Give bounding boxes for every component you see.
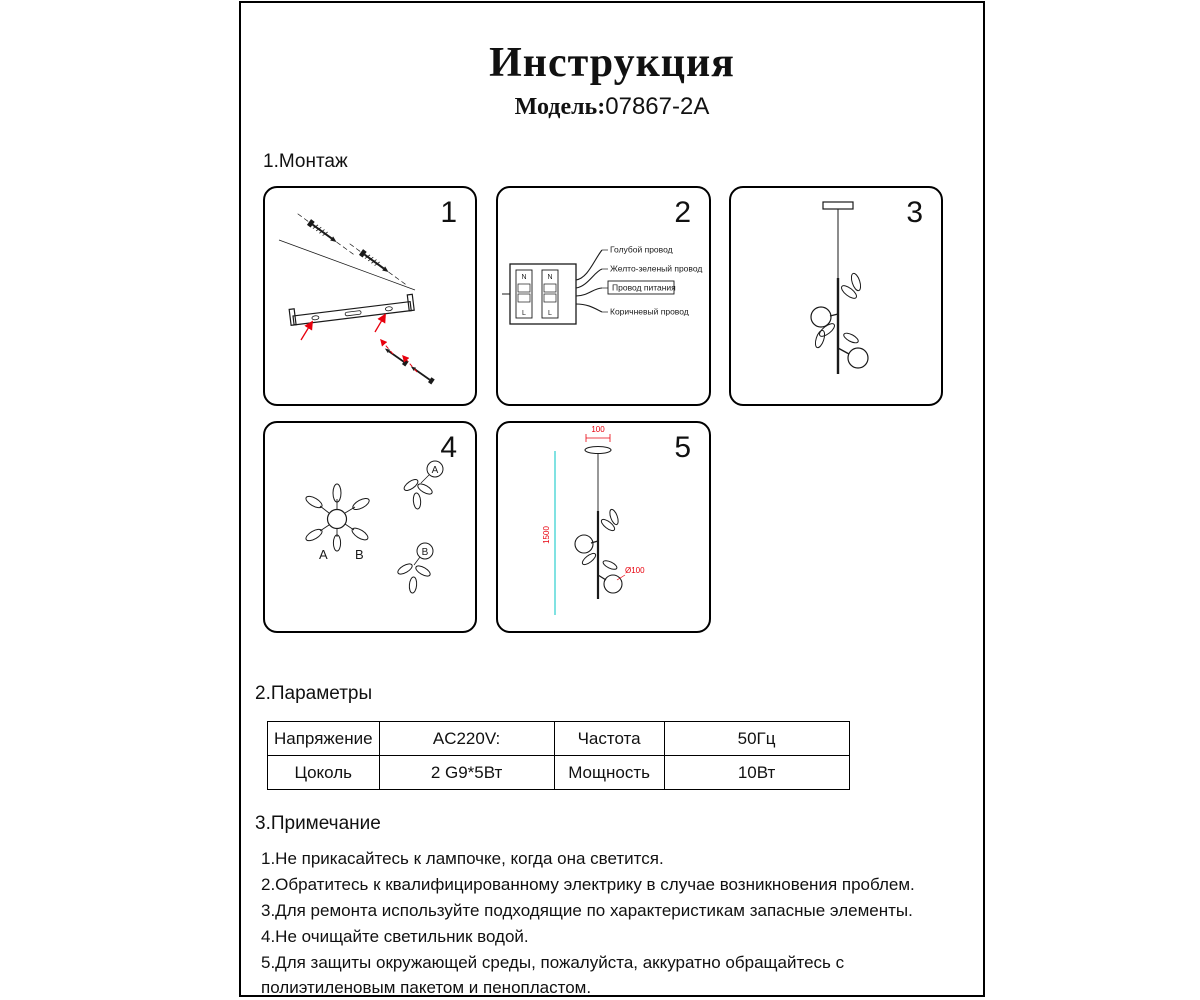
model-label: Модель: xyxy=(514,94,606,120)
decor-parts-diagram: A B A B xyxy=(305,460,444,594)
part-a-callout: A xyxy=(432,465,439,476)
param-value-cell: AC220V: xyxy=(378,721,555,756)
note-item: 2.Обратитесь к квалифицированному электр… xyxy=(261,875,915,894)
panel-number: 4 xyxy=(440,431,457,464)
panel-2-wiring: N L N L Голубой провод Желто-зеленый про… xyxy=(496,186,711,406)
mounting-bracket-diagram xyxy=(278,213,435,385)
notes-list: 1.Не прикасайтесь к лампочке, когда она … xyxy=(261,846,953,1000)
panel-5-dimensions: 100 1500 Ø100 5 xyxy=(496,421,711,633)
screw-icon xyxy=(384,348,409,367)
screw-icon xyxy=(349,243,409,287)
param-name-cell: Частота xyxy=(553,721,665,756)
wire-label-brown: Коричневый провод xyxy=(610,307,689,317)
table-row: Напряжение AC220V: Частота 50Гц xyxy=(267,721,850,756)
terminal-n-label: N xyxy=(521,274,526,281)
panel-number: 3 xyxy=(906,196,923,229)
screw-icon xyxy=(410,366,435,385)
part-b-label: B xyxy=(355,547,364,562)
panel-number: 5 xyxy=(674,431,691,464)
note-item: 5.Для защиты окружающей среды, пожалуйст… xyxy=(261,953,845,997)
wire-label-blue: Голубой провод xyxy=(610,245,673,255)
panel-number: 1 xyxy=(440,196,457,229)
dimension-canopy-width: 100 xyxy=(591,425,605,434)
pendant-lamp-diagram xyxy=(810,201,869,374)
terminal-l-label: L xyxy=(522,310,526,317)
lamp-globe-icon xyxy=(603,574,623,594)
wire-label-power: Провод питания xyxy=(612,283,676,293)
note-item: 4.Не очищайте светильник водой. xyxy=(261,927,529,946)
param-value-cell: 2 G9*5Вт xyxy=(378,755,555,790)
dimension-drop-height: 1500 xyxy=(542,526,551,544)
param-value-cell: 10Вт xyxy=(663,755,850,790)
table-row: Цоколь 2 G9*5Вт Мощность 10Вт xyxy=(267,755,850,790)
note-item: 3.Для ремонта используйте подходящие по … xyxy=(261,901,913,920)
note-item: 1.Не прикасайтесь к лампочке, когда она … xyxy=(261,849,664,868)
param-name-cell: Мощность xyxy=(553,755,665,790)
dimensions-diagram: 100 1500 Ø100 xyxy=(542,425,645,615)
wiring-diagram: N L N L Голубой провод Желто-зеленый про… xyxy=(502,245,702,325)
mounting-bar-icon xyxy=(288,293,415,326)
section-montage-heading: 1.Монтаж xyxy=(263,151,348,172)
lamp-globe-icon xyxy=(574,534,594,554)
part-a-label: A xyxy=(319,547,328,562)
dimension-globe-diameter: Ø100 xyxy=(625,566,645,575)
parameters-table: Напряжение AC220V: Частота 50Гц Цоколь 2… xyxy=(267,721,850,790)
param-name-cell: Цоколь xyxy=(267,755,380,790)
terminal-n-label: N xyxy=(547,274,552,281)
param-value-cell: 50Гц xyxy=(663,721,850,756)
terminal-l-label: L xyxy=(548,310,552,317)
page: Инструкция Модель:07867-2A 1.Монтаж xyxy=(239,1,985,997)
lamp-globe-icon xyxy=(810,306,832,328)
screw-icon xyxy=(297,213,357,257)
wire-label-yellow-green: Желто-зеленый провод xyxy=(610,264,702,274)
panel-number: 2 xyxy=(674,196,691,229)
part-b-callout: B xyxy=(422,547,429,558)
section-params-heading: 2.Параметры xyxy=(255,683,373,704)
param-name-cell: Напряжение xyxy=(267,721,380,756)
model-value: 07867-2A xyxy=(605,93,710,120)
panel-1-mounting-bracket: 1 xyxy=(263,186,477,406)
panel-4-decor-parts: A B A B 4 xyxy=(263,421,477,633)
model-line: Модель:07867-2A xyxy=(241,93,983,121)
page-title: Инструкция xyxy=(489,40,735,86)
section-notes-heading: 3.Примечание xyxy=(255,813,381,834)
panel-3-assembled-lamp: 3 xyxy=(729,186,943,406)
lamp-globe-icon xyxy=(847,347,869,369)
